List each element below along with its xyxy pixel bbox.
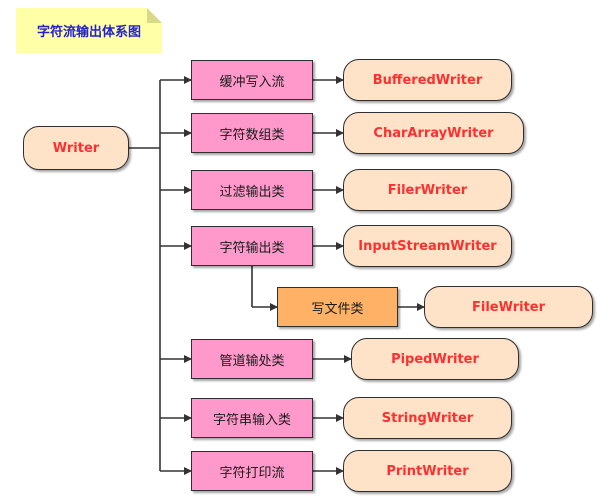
diagram-title-note: 字符流输出体系图 <box>16 8 162 53</box>
impl-node-bufferedwriter: BufferedWriter <box>343 59 512 101</box>
category-char-output: 字符输出类 <box>191 226 313 266</box>
category-filter-output: 过滤输出类 <box>191 170 313 210</box>
impl-node-pipedwriter: PipedWriter <box>351 338 519 380</box>
impl-node-filerwriter: FilerWriter <box>343 169 512 211</box>
category-buffered-write: 缓冲写入流 <box>191 60 313 100</box>
category-string-input: 字符串输入类 <box>191 398 313 438</box>
impl-node-stringwriter: StringWriter <box>343 397 512 439</box>
impl-node-chararraywriter: CharArrayWriter <box>343 112 524 154</box>
sub-category-write-file: 写文件类 <box>277 287 398 327</box>
impl-node-inputstreamwriter: InputStreamWriter <box>343 225 512 267</box>
note-fold-corner <box>147 8 162 23</box>
root-node-writer: Writer <box>23 126 129 170</box>
category-print-stream: 字符打印流 <box>191 451 313 491</box>
impl-node-printwriter: PrintWriter <box>343 450 512 492</box>
category-char-array: 字符数组类 <box>191 113 313 153</box>
category-piped-output: 管道输处类 <box>191 339 313 379</box>
impl-node-filewriter: FileWriter <box>424 286 593 328</box>
